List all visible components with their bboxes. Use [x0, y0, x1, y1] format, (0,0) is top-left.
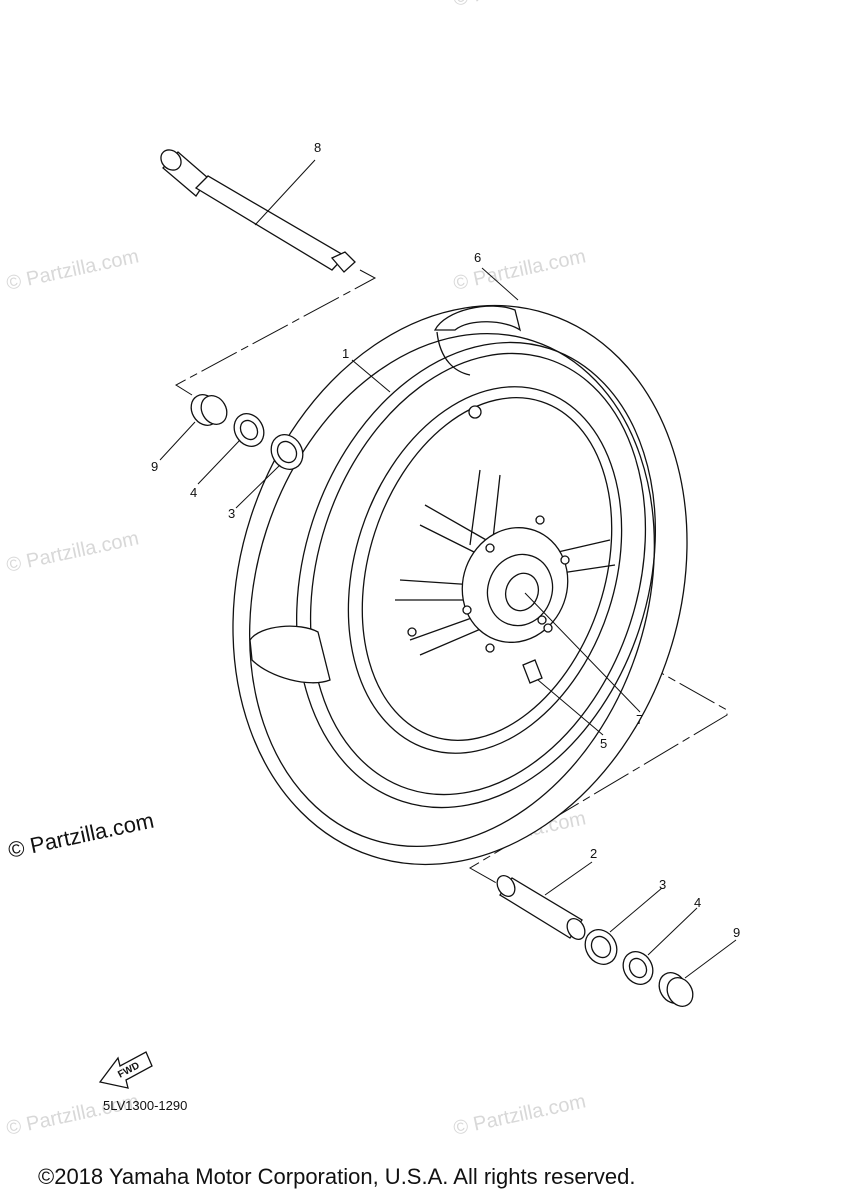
diagram-code: 5LV1300-1290 [103, 1098, 187, 1113]
wheel-assembly [232, 304, 688, 866]
watermark-prominent: © Partzilla.com [6, 808, 156, 863]
copyright-notice: ©2018 Yamaha Motor Corporation, U.S.A. A… [38, 1164, 635, 1189]
left-bearing-set [190, 394, 304, 470]
callout-3-right: 3 [659, 877, 666, 892]
fwd-arrow-icon: FWD [98, 1051, 153, 1089]
callout-6: 6 [474, 250, 481, 265]
callout-3-left: 3 [228, 506, 235, 521]
watermark: © Partzilla.com [451, 1090, 587, 1140]
right-bearing-set [496, 875, 694, 1007]
callout-1: 1 [342, 346, 349, 361]
callout-4-right: 4 [694, 895, 701, 910]
callout-leaders [159, 159, 737, 979]
callout-2: 2 [590, 846, 597, 861]
watermark: © Partzilla.com [4, 245, 140, 295]
callout-9-left: 9 [151, 459, 158, 474]
watermark: © Partzilla.com [451, 0, 587, 11]
callout-5: 5 [600, 736, 607, 751]
axle-part [160, 149, 356, 273]
callout-4-left: 4 [190, 485, 197, 500]
watermark: © Partzilla.com [4, 527, 140, 577]
callout-9-right: 9 [733, 925, 740, 940]
callout-7: 7 [636, 712, 643, 727]
watermark: © Partzilla.com [451, 245, 587, 295]
callout-8: 8 [314, 140, 321, 155]
